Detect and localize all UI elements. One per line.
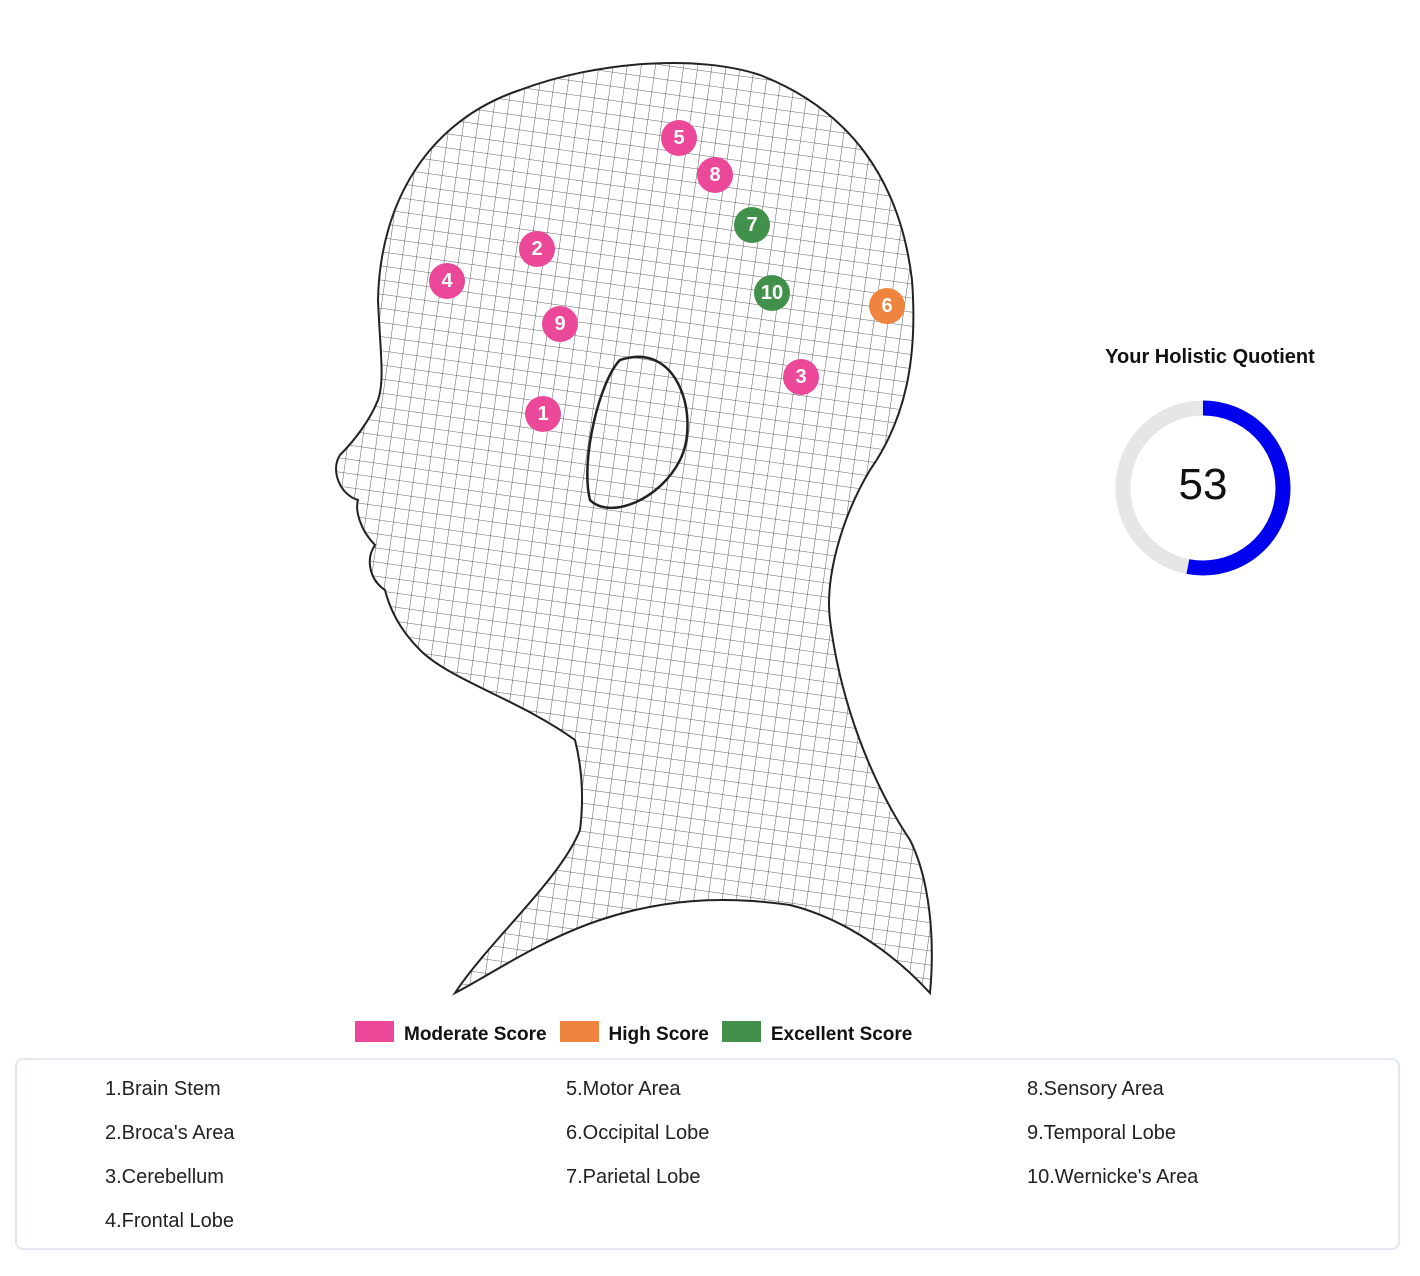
legend-label: Moderate Score bbox=[404, 1024, 547, 1045]
brain-areas-list: 1.Brain Stem 2.Broca's Area 3.Cerebellum… bbox=[15, 1058, 1400, 1250]
list-item: 2.Broca's Area bbox=[105, 1122, 235, 1144]
marker-6[interactable]: 6 bbox=[869, 288, 905, 324]
list-item: 9.Temporal Lobe bbox=[1027, 1122, 1176, 1144]
legend-swatch-moderate bbox=[355, 1020, 394, 1042]
list-item: 10.Wernicke's Area bbox=[1027, 1166, 1199, 1188]
list-item: 8.Sensory Area bbox=[1027, 1078, 1164, 1100]
list-item: 4.Frontal Lobe bbox=[105, 1210, 234, 1232]
marker-1[interactable]: 1 bbox=[525, 396, 561, 432]
marker-3[interactable]: 3 bbox=[783, 359, 819, 395]
areas-column: 8.Sensory Area 9.Temporal Lobe 10.Wernic… bbox=[1027, 1078, 1198, 1210]
marker-7[interactable]: 7 bbox=[734, 207, 770, 243]
list-item: 1.Brain Stem bbox=[105, 1078, 221, 1100]
list-item: 7.Parietal Lobe bbox=[566, 1166, 701, 1188]
marker-10[interactable]: 10 bbox=[754, 275, 790, 311]
holistic-quotient-gauge bbox=[1115, 400, 1291, 576]
wireframe-head-illustration bbox=[335, 62, 933, 994]
areas-column: 1.Brain Stem 2.Broca's Area 3.Cerebellum… bbox=[105, 1078, 234, 1254]
marker-2[interactable]: 2 bbox=[519, 231, 555, 267]
gauge-title: Your Holistic Quotient bbox=[1105, 346, 1315, 368]
legend: Moderate Score High Score Excellent Scor… bbox=[355, 1020, 925, 1046]
legend-label: Excellent Score bbox=[770, 1024, 913, 1045]
ear-outline bbox=[586, 355, 689, 510]
legend-label: High Score bbox=[608, 1024, 709, 1045]
marker-4[interactable]: 4 bbox=[429, 263, 465, 299]
marker-5[interactable]: 5 bbox=[661, 120, 697, 156]
marker-9[interactable]: 9 bbox=[542, 306, 578, 342]
legend-swatch-excellent bbox=[721, 1020, 761, 1042]
legend-swatch-high bbox=[559, 1020, 599, 1042]
marker-8[interactable]: 8 bbox=[697, 157, 733, 193]
gauge-value: 53 bbox=[1178, 460, 1228, 509]
areas-column: 5.Motor Area 6.Occipital Lobe 7.Parietal… bbox=[566, 1078, 709, 1210]
list-item: 5.Motor Area bbox=[566, 1078, 681, 1100]
list-item: 6.Occipital Lobe bbox=[566, 1122, 710, 1144]
list-item: 3.Cerebellum bbox=[105, 1166, 224, 1188]
gauge-arc bbox=[1115, 400, 1291, 576]
